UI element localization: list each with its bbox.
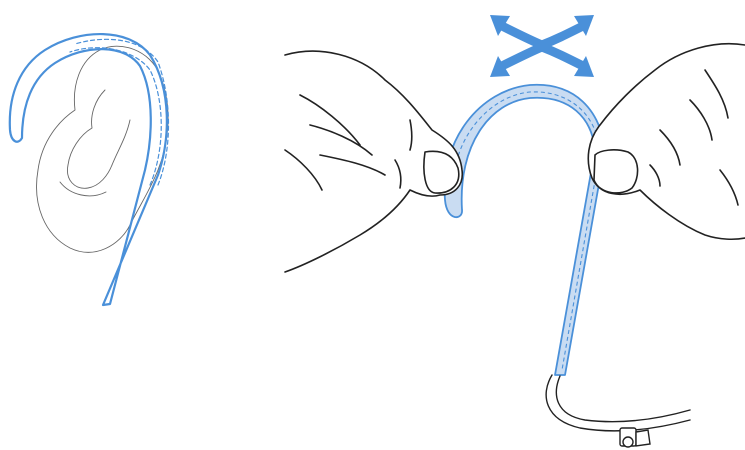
connector-icon [619, 427, 651, 448]
left-hand-icon [284, 50, 464, 273]
ear-hook-icon [443, 83, 606, 376]
bending-view [284, 15, 745, 448]
right-hand-icon [587, 42, 745, 241]
ear-wearing-view [8, 33, 170, 307]
bend-arrows-icon [490, 15, 594, 77]
ear-icon [36, 45, 169, 253]
cable-icon [545, 374, 691, 432]
ear-hook-icon [8, 33, 170, 307]
